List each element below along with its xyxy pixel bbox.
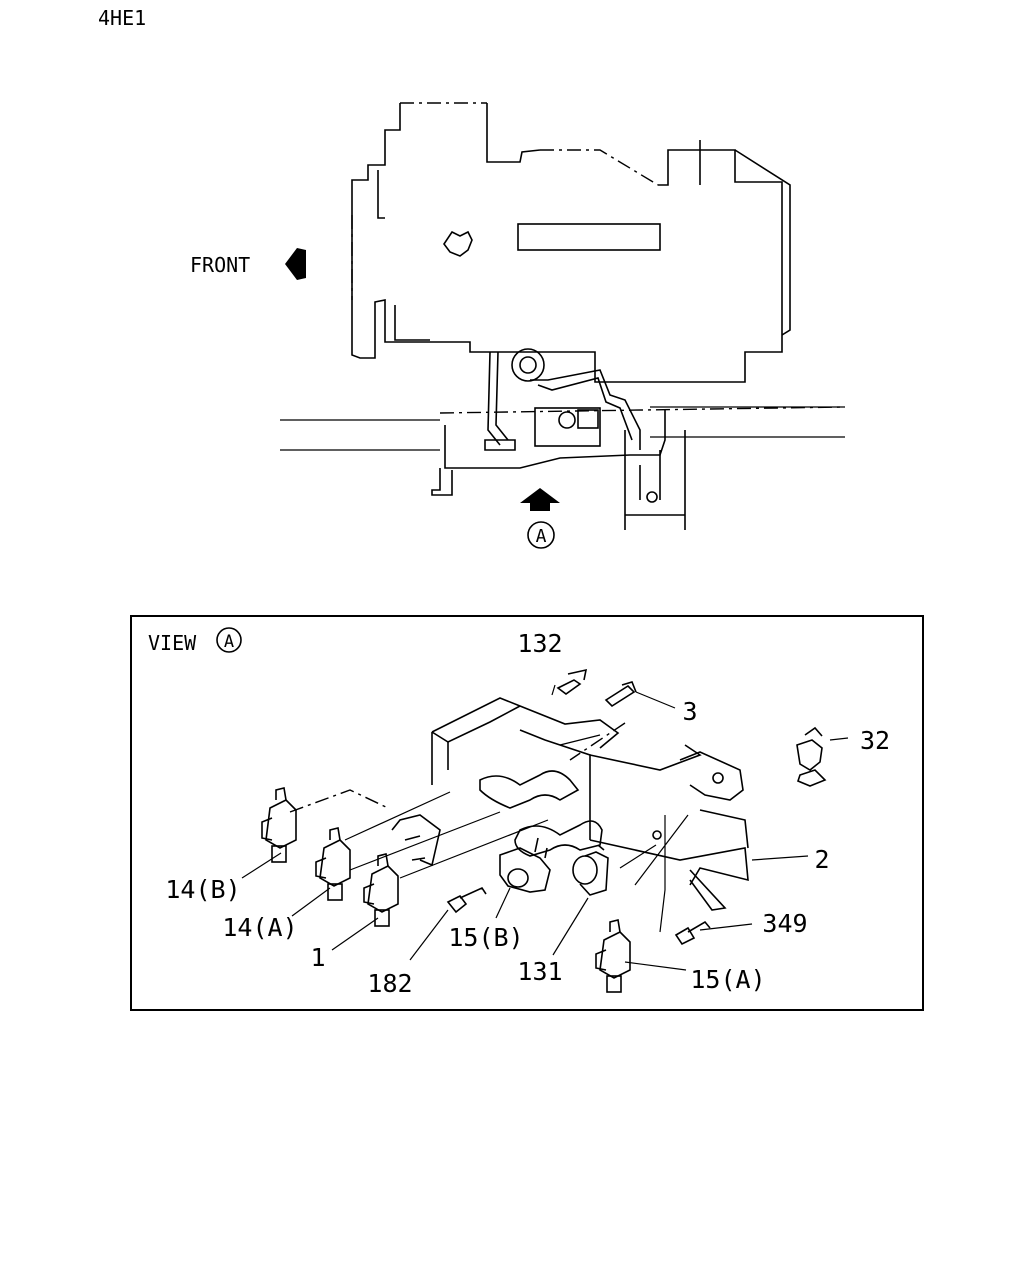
callout-15b: 15(B) [448, 923, 523, 952]
callout-131: 131 [517, 957, 562, 986]
leader-lines [241, 684, 849, 971]
callout-1: 1 [310, 943, 325, 972]
view-marker-box: A [224, 632, 234, 652]
view-marker: A [536, 526, 547, 547]
callout-349: 349 [762, 909, 807, 938]
clip-32 [796, 726, 827, 787]
front-label: FRONT [190, 253, 250, 277]
view-a-heading: VIEW A [148, 627, 242, 655]
callout-3: 3 [682, 697, 697, 726]
callout-14a: 14(A) [222, 913, 297, 942]
front-arrow-icon [285, 248, 306, 280]
bolt-349 [674, 920, 711, 946]
valve-14b [261, 787, 297, 863]
valve-1 [363, 853, 399, 927]
up-arrow-icon [520, 488, 560, 511]
callout-14b: 14(B) [165, 875, 240, 904]
callout-15a: 15(A) [690, 965, 765, 994]
bolt-3 [604, 681, 637, 708]
model-code: 4HE1 [98, 6, 146, 30]
valve-15a [595, 919, 631, 993]
engine-overview [280, 102, 846, 530]
callout-182: 182 [367, 969, 412, 998]
callout-2: 2 [814, 845, 829, 874]
callout-labels: 132 3 32 2 14(B) 14(A) 1 15(B) 182 131 3… [165, 629, 890, 998]
callout-132: 132 [517, 629, 562, 658]
view-a-frame [130, 615, 924, 1011]
bracket-assembly [391, 697, 749, 911]
view-a-indicator: A [520, 488, 560, 549]
front-indicator: FRONT [190, 248, 306, 280]
circle-marker-icon [216, 627, 242, 653]
valve-14a [315, 827, 351, 901]
bolt-132 [556, 668, 588, 695]
valve-15b [499, 837, 551, 893]
view-label: VIEW [148, 631, 197, 655]
sensor-131 [572, 844, 609, 896]
circle-marker-icon [527, 521, 555, 549]
bolt-182 [446, 886, 487, 914]
callout-32: 32 [860, 726, 890, 755]
